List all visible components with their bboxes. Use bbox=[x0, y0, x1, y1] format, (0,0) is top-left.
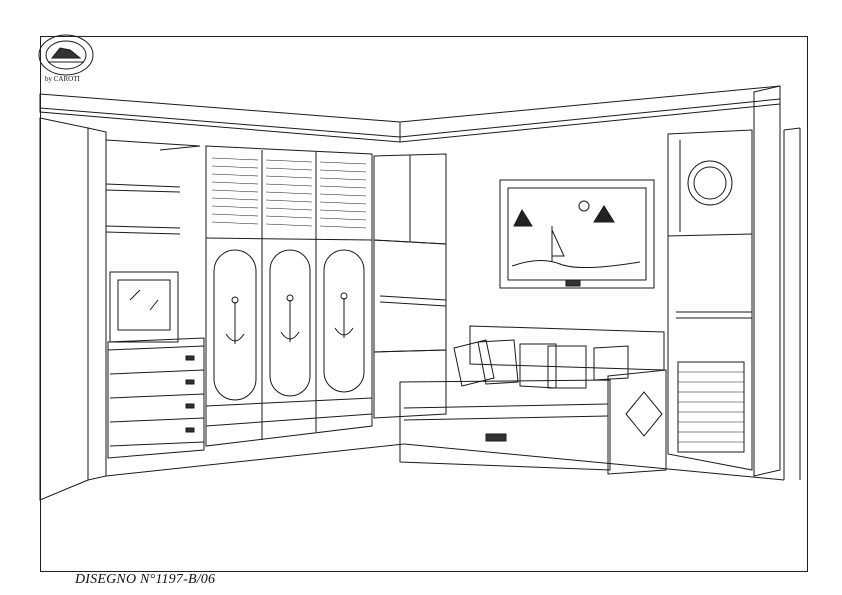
logo-seal bbox=[38, 34, 94, 76]
sofa-bed bbox=[399, 325, 667, 475]
chest-of-drawers bbox=[107, 337, 205, 459]
wall-picture bbox=[499, 179, 655, 289]
ceiling-soffit bbox=[39, 85, 781, 143]
open-shelves bbox=[105, 139, 201, 235]
television bbox=[109, 271, 179, 343]
right-end-panel bbox=[753, 85, 801, 480]
drawing-caption: DISEGNO N°1197-B/06 bbox=[75, 572, 216, 587]
logo-brand-text: by CAROTI bbox=[45, 75, 80, 83]
anchor-icon bbox=[225, 296, 245, 344]
left-end-panel bbox=[39, 117, 107, 501]
floor-line bbox=[105, 443, 785, 481]
anchor-icon bbox=[334, 292, 354, 338]
corner-unit bbox=[373, 153, 447, 419]
wardrobe bbox=[205, 145, 373, 447]
anchor-icon bbox=[280, 294, 300, 342]
right-cabinet bbox=[667, 129, 753, 471]
